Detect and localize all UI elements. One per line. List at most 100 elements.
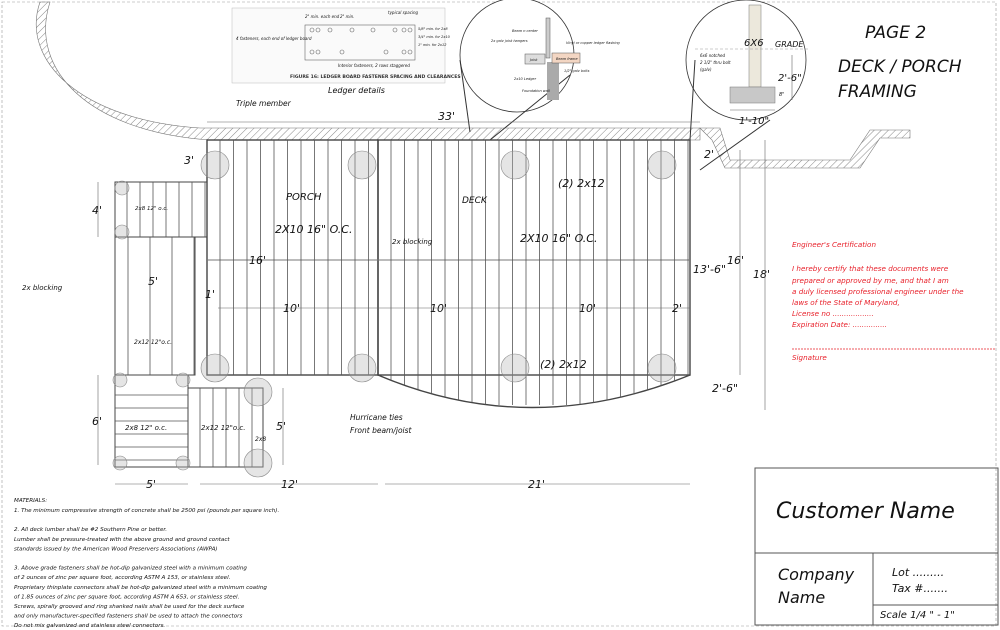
deck-joist-spec: 2X10 16" O.C. [520, 232, 597, 245]
post-footing-icon [112, 455, 128, 471]
tax-field: Tax #....... [892, 582, 948, 595]
stair-spec: 2x12 12"o.c. [201, 424, 245, 432]
beam-top-spec: (2) 2x12 [558, 177, 605, 190]
lot-field: Lot ......... [892, 566, 944, 579]
materials-line: 1. The minimum compressive strength of c… [14, 508, 279, 514]
company-name: Name [778, 588, 825, 607]
ledger-fastener-figure: 4 fasteners, each end of ledger board 2"… [231, 7, 461, 84]
dim-offset-left: 3' [184, 154, 194, 167]
dim-overall-depth: 18' [753, 268, 770, 281]
detail-label: Beam n center [512, 29, 538, 33]
dim-porch-depth: 16' [249, 254, 266, 267]
dim-deck-span-a: 10' [430, 302, 447, 315]
bolt-note: (galv) [700, 67, 712, 72]
drawing-subtitle: FRAMING [838, 82, 917, 102]
dim-porch-span: 10' [283, 302, 300, 315]
detail-label: Vinyl or copper ledger flashing [566, 41, 621, 45]
certification-line: a duly licensed professional engineer un… [792, 287, 964, 296]
license-field: License no .................. [792, 309, 874, 318]
materials-line: and only manufacturer-specified fastener… [14, 614, 242, 620]
post-footing-icon [243, 448, 273, 478]
dimension-lines [97, 121, 766, 485]
bolt-note: 2 1/2" thru bolt [700, 60, 731, 65]
footing-width-label: 1'-10" [739, 116, 769, 127]
figure-note: 4 fasteners, each end of ledger board [236, 36, 312, 41]
post-footing-icon [647, 150, 677, 180]
engineer-certification: Engineer's Certification I hereby certif… [791, 240, 995, 362]
framing-plan [114, 139, 691, 468]
foundation-outline [35, 1, 911, 169]
post-footing-icon [175, 372, 191, 388]
dim-deck-depth: 16' [727, 254, 744, 267]
signature-line: Signature [792, 353, 827, 362]
dim-landing-top: 4' [92, 204, 102, 217]
figure-note: 2" min. [340, 14, 354, 19]
post-footing-icon [175, 455, 191, 471]
deck-frame [377, 139, 691, 376]
porch-joist-spec: 2X10 16" O.C. [275, 223, 352, 236]
footing-depth-label: 2'-6" [778, 73, 802, 84]
post-footing-icon [500, 353, 530, 383]
scale-label: Scale 1/4 " - 1" [880, 610, 955, 621]
dim-offset-right: 2' [704, 148, 714, 161]
post-footing-icon [647, 353, 677, 383]
footing-detail-inset: 6X6 GRADE 2'-6" 8" 1'-10" 6x6 notched 2 … [685, 0, 808, 171]
materials-notes: MATERIALS: 1. The minimum compressive st… [14, 498, 279, 629]
dim-deck-span-b: 10' [579, 302, 596, 315]
dim-stair-width: 5' [148, 275, 158, 288]
dim-overhang: 2'-6" [712, 382, 738, 395]
detail-label: 1/2" galv bolts [564, 69, 590, 73]
dim-bottom-left: 5' [146, 478, 156, 491]
customer-name: Customer Name [776, 499, 955, 524]
post-footing-icon [112, 372, 128, 388]
post-footing-icon [347, 150, 377, 180]
stair-spec: 2x12 12"o.c. [134, 339, 172, 346]
bolt-note: 6x6 notched [700, 53, 725, 58]
posts [112, 150, 677, 478]
post-footing-icon [243, 377, 273, 407]
materials-line: 3. Above grade fasteners shall be hot-di… [14, 566, 247, 572]
materials-line: of 2 ounces of zinc per square foot, acc… [14, 575, 231, 581]
company-name: Company [778, 565, 855, 584]
dim-overall-width: 33' [438, 110, 455, 123]
dim-landing-right: 5' [276, 420, 286, 433]
dim-bottom-mid: 12' [281, 478, 298, 491]
certification-line: prepared or approved by me, and that I a… [791, 276, 949, 285]
certification-line: laws of the State of Maryland, [792, 298, 900, 307]
post-footing-icon [200, 150, 230, 180]
beam-bottom-spec: (2) 2x12 [540, 358, 587, 371]
side-stair [187, 387, 264, 468]
drawing-title: DECK / PORCH [838, 57, 962, 77]
dim-gap: 1' [205, 288, 215, 301]
dim-deck-span: 13'-6" [693, 263, 726, 276]
stair-spec: 2x8 [255, 436, 266, 443]
materials-line: Proprietary thinplate connectors shall b… [14, 585, 267, 591]
materials-line: Lumber shall be pressure-treated with th… [14, 537, 230, 543]
footing-thickness-label: 8" [779, 92, 784, 98]
materials-line: standards issued by the American Wood Pr… [14, 546, 218, 552]
detail-label: Joist [529, 58, 538, 62]
materials-heading: MATERIALS: [14, 498, 47, 504]
stair-run [114, 236, 196, 376]
materials-line: of 1.85 ounces of zinc per square foot, … [14, 594, 240, 600]
figure-note: 5/8" min. for 2x8 [418, 27, 448, 31]
materials-line: Do not mix galvanized and stainless stee… [14, 623, 165, 629]
stair-spec: 2x8 12" o.c. [135, 206, 168, 212]
dim-bottom-right: 21' [528, 478, 545, 491]
certification-line: I hereby certify that these documents we… [792, 264, 949, 273]
figure-caption: FIGURE 16: LEDGER BOARD FASTENER SPACING… [290, 74, 461, 80]
figure-note: 3/4" min. for 2x10 [418, 35, 451, 39]
dim-landing-low: 6' [92, 415, 102, 428]
page-number-title: PAGE 2 [865, 23, 926, 43]
figure-note: 2" min. each end [305, 14, 340, 19]
porch-label: PORCH [286, 192, 322, 203]
grade-label: GRADE [775, 40, 804, 49]
post-footing-icon [500, 150, 530, 180]
detail-label: Foundation wall [522, 89, 550, 93]
hurricane-ties-label: Hurricane ties [350, 413, 403, 422]
blocking-left-label: 2x blocking [22, 284, 63, 292]
dim-end-gap: 2' [672, 302, 682, 315]
detail-label: 2x galv joist hangers [491, 39, 528, 43]
figure-note: Interior fasteners, 2 rows staggered [338, 63, 410, 68]
